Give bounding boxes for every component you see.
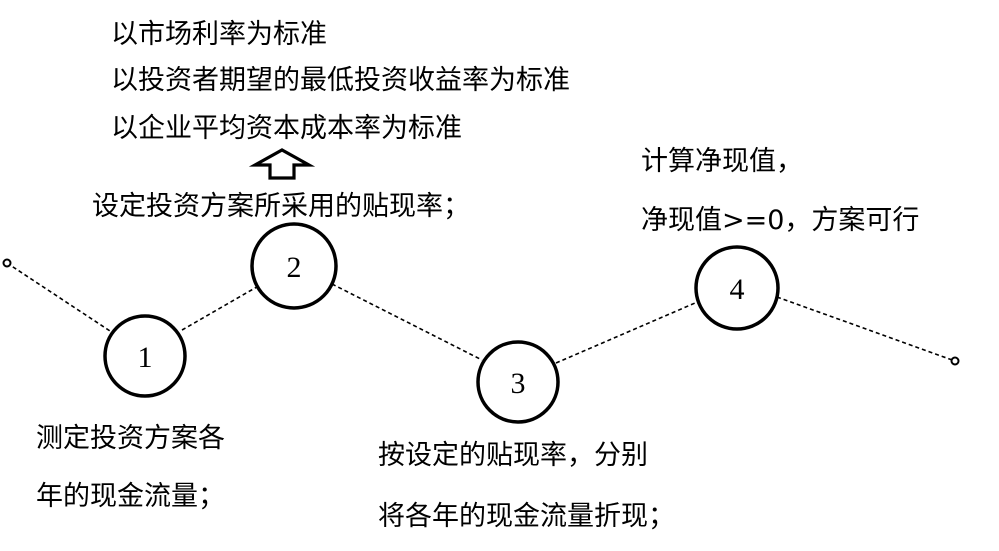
step-node-4: 4: [694, 245, 780, 331]
step-3-text-line-1: 按设定的贴现率，分别: [378, 440, 648, 471]
criteria-item-2: 以投资者期望的最低投资收益率为标准: [111, 65, 570, 96]
up-arrow-icon: [248, 148, 316, 180]
connector-3-to-4: [555, 299, 703, 364]
connector-start-to-1: [6, 262, 111, 332]
step-number-2: 2: [287, 251, 302, 284]
step-number-4: 4: [730, 273, 745, 306]
step-number-3: 3: [511, 367, 526, 400]
criteria-item-1: 以市场利率为标准: [111, 19, 327, 50]
step-number-1: 1: [138, 341, 153, 374]
step-node-2: 2: [250, 222, 338, 310]
connector-4-to-end: [776, 296, 956, 362]
step-node-3: 3: [476, 340, 560, 424]
connector-2-to-3: [331, 283, 483, 361]
step-2-text: 设定投资方案所采用的贴现率；: [92, 191, 470, 222]
step-3-text-line-2: 将各年的现金流量折现；: [378, 501, 675, 532]
connector-1-to-2: [181, 283, 263, 331]
step-4-text-line-1: 计算净现值，: [641, 146, 803, 177]
step-node-1: 1: [103, 314, 187, 398]
step-1-text-line-2: 年的现金流量；: [36, 481, 225, 512]
end-dot: [950, 356, 960, 366]
criteria-item-3: 以企业平均资本成本率为标准: [111, 113, 462, 144]
start-dot: [2, 258, 12, 268]
step-1-text-line-1: 测定投资方案各: [36, 423, 225, 454]
step-4-text-line-2: 净现值>=0，方案可行: [641, 205, 920, 236]
